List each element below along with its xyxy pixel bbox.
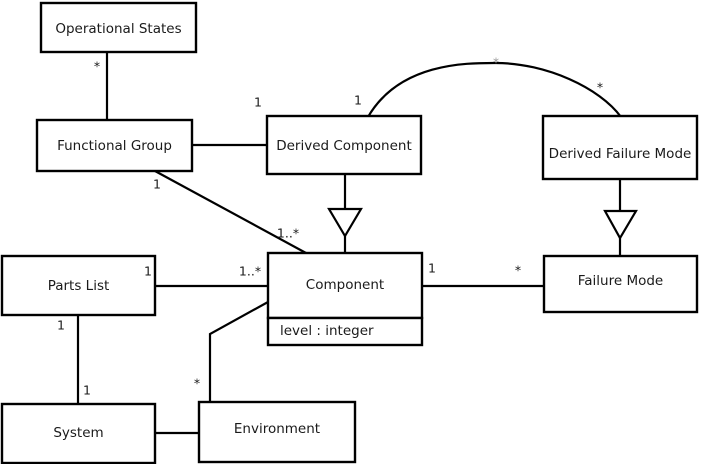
- class-name-label: Component: [306, 277, 384, 293]
- class-box-rect: [0, 254, 157, 317]
- class-attribute-label: level : integer: [280, 323, 374, 339]
- class-box-rect: [265, 114, 423, 176]
- multiplicity-arc-apex-star: *: [493, 55, 499, 70]
- class-name-label: Derived Component: [276, 138, 412, 154]
- class-box-parts-list[interactable]: Parts List: [0, 254, 157, 317]
- class-box-failure-mode[interactable]: Failure Mode: [542, 254, 699, 314]
- generalization-triangle-icon: [603, 209, 638, 241]
- class-box-environment[interactable]: Environment: [197, 400, 357, 464]
- multiplicity-parts-list-system-bottom-one: 1: [83, 383, 91, 398]
- class-box-derived-failure-mode[interactable]: Derived Failure Mode: [541, 114, 699, 181]
- class-box-rect: [541, 114, 699, 181]
- class-box-rect: [0, 402, 157, 464]
- association-derived-component-derived-failure-mode[interactable]: [367, 61, 622, 118]
- class-box-rect: [542, 254, 699, 314]
- class-name-label: Parts List: [48, 278, 110, 294]
- class-name-label: Operational States: [55, 21, 181, 37]
- generalization-triangle-icon: [327, 207, 363, 239]
- class-name-label: Environment: [234, 421, 320, 437]
- multiplicity-parts-list-system-top-one: 1: [57, 318, 65, 333]
- class-attribute-compartment-rect: [266, 316, 424, 347]
- association-arc: [367, 61, 622, 118]
- class-box-rect: [197, 400, 357, 464]
- class-name-label: System: [53, 425, 103, 441]
- multiplicity-functional-group-derived-component-one: 1: [254, 95, 262, 110]
- association-component-environment[interactable]: [208, 301, 269, 402]
- class-box-system[interactable]: System: [0, 402, 157, 464]
- class-name-label: Derived Failure Mode: [549, 146, 692, 162]
- multiplicity-component-failure-mode-star: *: [515, 263, 521, 278]
- multiplicity-parts-list-component-one-star: 1..*: [239, 264, 261, 279]
- class-name-label: Functional Group: [57, 138, 172, 154]
- multiplicity-parts-list-component-one: 1: [144, 264, 152, 279]
- class-box-rect: [39, 1, 198, 54]
- generalization-derived-failure-mode-to-failure-mode[interactable]: [603, 179, 638, 256]
- class-name-label: Failure Mode: [578, 273, 664, 289]
- multiplicity-component-failure-mode-one: 1: [428, 261, 436, 276]
- class-box-component[interactable]: Component level : integer: [266, 251, 424, 347]
- association-line: [208, 301, 269, 402]
- class-box-operational-states[interactable]: Operational States: [39, 1, 198, 54]
- multiplicity-functional-group-component-one: 1: [153, 177, 161, 192]
- association-line: [154, 170, 307, 254]
- association-functional-group-component[interactable]: [154, 170, 307, 254]
- class-box-rect: [266, 251, 424, 320]
- multiplicity-arc-derived-failure-mode-star: *: [597, 80, 603, 95]
- multiplicity-operational-states-star: *: [94, 59, 100, 74]
- class-box-rect: [35, 118, 194, 173]
- generalization-derived-component-to-component[interactable]: [327, 174, 363, 253]
- multiplicity-functional-group-component-one-star: 1..*: [277, 226, 299, 241]
- class-box-functional-group[interactable]: Functional Group: [35, 118, 194, 173]
- class-box-derived-component[interactable]: Derived Component: [265, 114, 423, 176]
- multiplicity-component-environment-star: *: [194, 376, 200, 391]
- multiplicity-arc-derived-component-one: 1: [354, 93, 362, 108]
